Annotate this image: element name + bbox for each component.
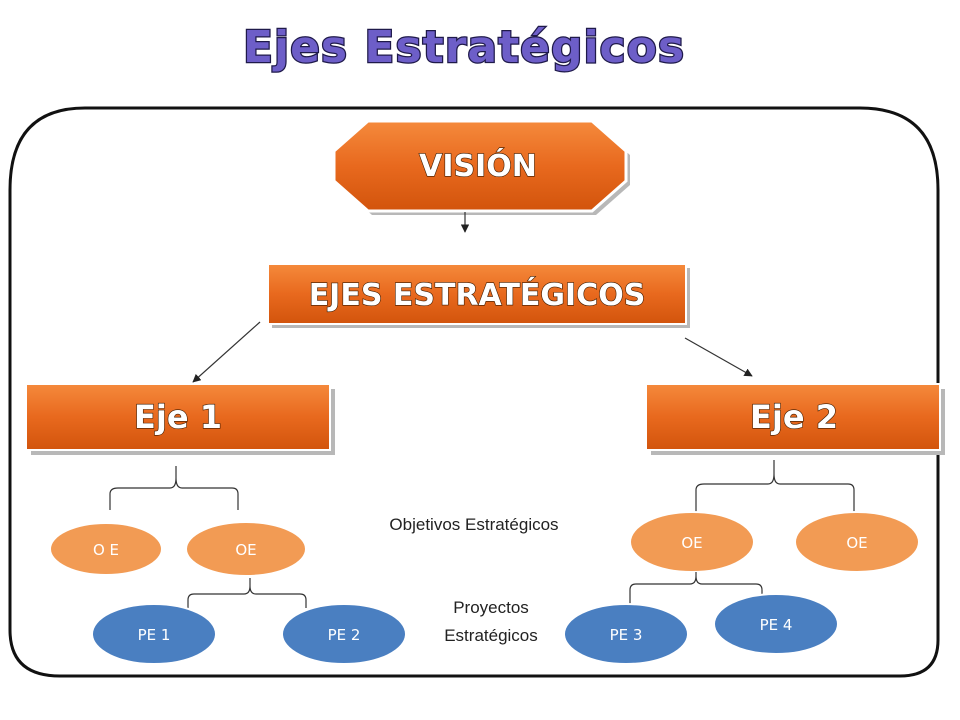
proyectos-label-line1: Proyectos	[453, 598, 529, 617]
arrow-to-eje2	[684, 337, 753, 377]
eje2-project-4: PE 4	[713, 593, 839, 655]
eje1-label: Eje 1	[134, 398, 222, 436]
diagram-frame	[8, 106, 940, 678]
proyectos-label-line2: Estratégicos	[444, 626, 538, 645]
eje2-projects-brace	[629, 572, 763, 604]
eje1-objective-1-label: O E	[93, 541, 119, 559]
vision-box: VISIÓN	[332, 119, 630, 215]
vision-label: VISIÓN	[419, 147, 537, 184]
eje2-project-3: PE 3	[563, 603, 689, 665]
ejes-header-label: EJES ESTRATÉGICOS	[309, 277, 646, 313]
eje2-project-4-label: PE 4	[760, 616, 793, 634]
ejes-header-box: EJES ESTRATÉGICOS	[267, 263, 690, 328]
eje2-label: Eje 2	[750, 398, 838, 436]
eje1-brace	[109, 466, 239, 510]
eje1-projects-brace	[187, 578, 307, 612]
eje2-objective-2-label: OE	[846, 534, 867, 552]
objetivos-label: Objetivos Estratégicos	[389, 515, 558, 534]
eje1-objective-2-label: OE	[235, 541, 256, 559]
eje2-box: Eje 2	[645, 383, 945, 455]
eje1-project-2: PE 2	[281, 603, 407, 665]
eje2-brace	[695, 460, 855, 512]
eje2-project-3-label: PE 3	[610, 626, 643, 644]
eje1-project-2-label: PE 2	[328, 626, 361, 644]
page-title: Ejes Estratégicos	[243, 22, 685, 73]
eje2-objective-1: OE	[629, 511, 755, 573]
eje1-project-1-label: PE 1	[138, 626, 171, 644]
eje1-box: Eje 1	[25, 383, 335, 455]
eje1-project-1: PE 1	[91, 603, 217, 665]
eje1-objective-1: O E	[49, 522, 163, 576]
eje2-objective-1-label: OE	[681, 534, 702, 552]
eje2-objective-2: OE	[794, 511, 920, 573]
eje1-objective-2: OE	[185, 521, 307, 577]
arrow-to-eje1	[192, 321, 261, 383]
